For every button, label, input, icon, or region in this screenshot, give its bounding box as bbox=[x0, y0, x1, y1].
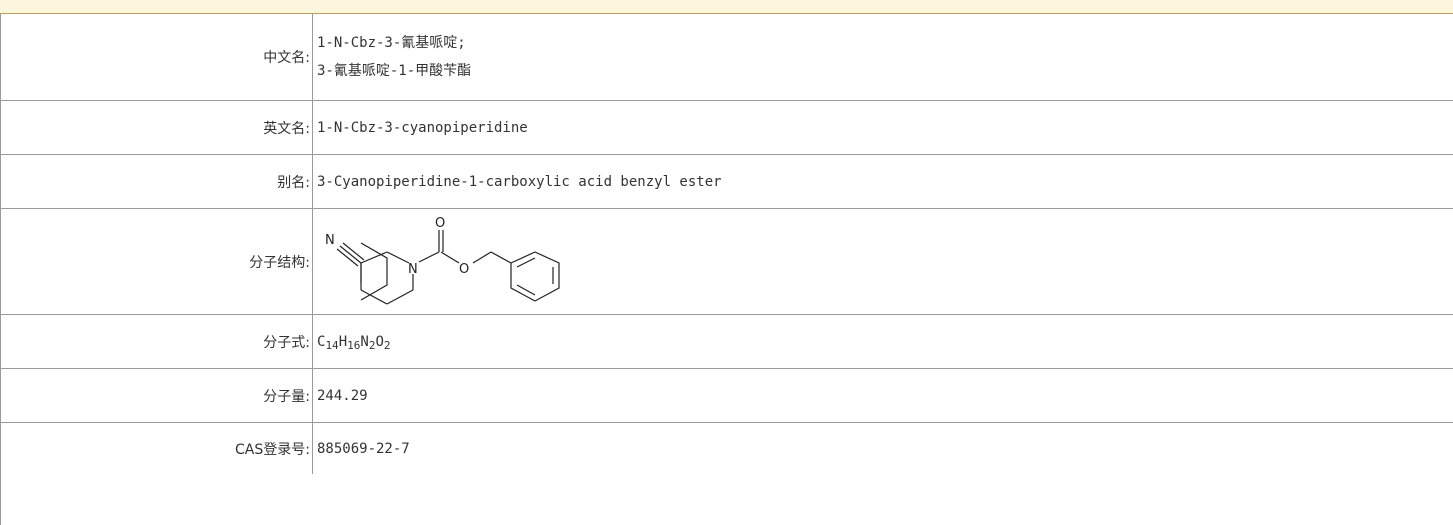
row-english-name: 英文名: 1-N-Cbz-3-cyanopiperidine bbox=[1, 100, 1453, 155]
row-molecular-weight: 分子量: 244.29 bbox=[1, 368, 1453, 423]
ester-o-atom: O bbox=[459, 262, 469, 277]
nitrile-n-atom: N bbox=[325, 233, 335, 248]
row-alias: 别名: 3-Cyanopiperidine-1-carboxylic acid … bbox=[1, 154, 1453, 209]
alias-value: 3-Cyanopiperidine-1-carboxylic acid benz… bbox=[312, 154, 1453, 209]
molecular-weight-value: 244.29 bbox=[312, 368, 1453, 423]
molecule-structure-image: N N O O bbox=[325, 216, 560, 305]
formula-h: H bbox=[338, 333, 348, 350]
chinese-name-line-1: 1-N-Cbz-3-氰基哌啶; bbox=[317, 35, 466, 51]
formula-o: O bbox=[375, 333, 384, 350]
row-cas: CAS登录号: 885069-22-7 bbox=[1, 422, 1453, 474]
properties-table: 中文名: 1-N-Cbz-3-氰基哌啶; 3-氰基哌啶-1-甲酸苄酯 英文名: … bbox=[1, 14, 1453, 474]
formula-n: N bbox=[360, 333, 369, 350]
structure-value: N N O O bbox=[312, 208, 1453, 315]
table-left-border bbox=[0, 14, 1, 525]
formula-label: 分子式: bbox=[1, 314, 313, 369]
row-formula: 分子式: C14H16N2O2 bbox=[1, 314, 1453, 369]
formula-h-count: 16 bbox=[347, 338, 361, 352]
row-chinese-name: 中文名: 1-N-Cbz-3-氰基哌啶; 3-氰基哌啶-1-甲酸苄酯 bbox=[1, 14, 1453, 101]
formula-o-count: 2 bbox=[383, 338, 391, 352]
chinese-name-value: 1-N-Cbz-3-氰基哌啶; 3-氰基哌啶-1-甲酸苄酯 bbox=[312, 14, 1453, 101]
header-band bbox=[0, 0, 1453, 14]
cas-value: 885069-22-7 bbox=[317, 440, 410, 457]
formula-n-count: 2 bbox=[368, 338, 376, 352]
chinese-name-line-2: 3-氰基哌啶-1-甲酸苄酯 bbox=[317, 63, 472, 79]
cas-label: CAS登录号: bbox=[1, 422, 313, 474]
carbonyl-o-atom: O bbox=[435, 216, 445, 231]
formula-c-count: 14 bbox=[325, 338, 339, 352]
ring-n-atom: N bbox=[408, 262, 418, 277]
english-name-label: 英文名: bbox=[1, 100, 313, 155]
chinese-name-label: 中文名: bbox=[1, 14, 313, 101]
alias-label: 别名: bbox=[1, 154, 313, 209]
structure-label: 分子结构: bbox=[1, 208, 313, 315]
formula-c: C bbox=[317, 333, 326, 350]
formula-value: C14H16N2O2 bbox=[312, 314, 1453, 369]
row-structure: 分子结构: N N O bbox=[1, 208, 1453, 315]
molecular-weight-label: 分子量: bbox=[1, 368, 313, 423]
english-name-value: 1-N-Cbz-3-cyanopiperidine bbox=[312, 100, 1453, 155]
